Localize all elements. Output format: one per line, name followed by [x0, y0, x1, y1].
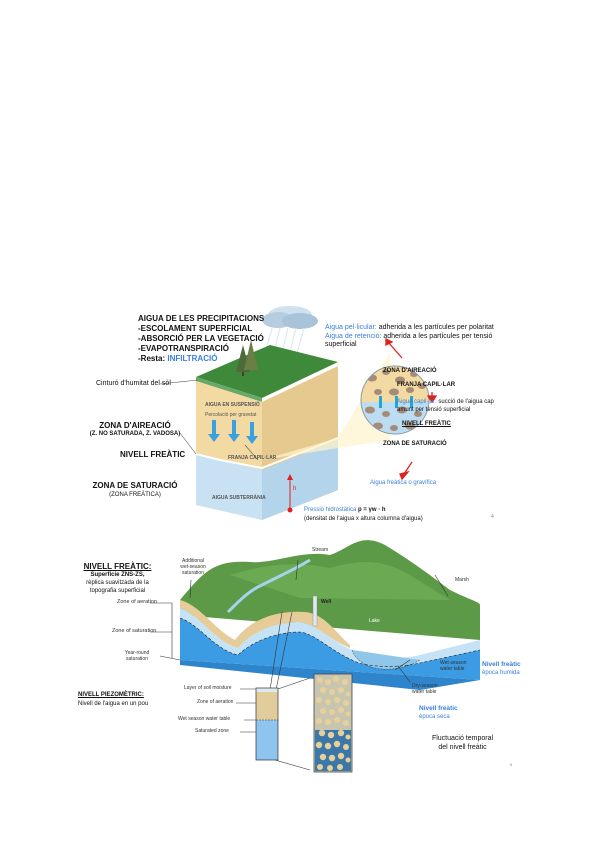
soil-moisture-layer-label: Layer of soil moisture [184, 685, 232, 691]
precipitation-item-absorption: -ABSORCIÓ PER LA VEGETACIÓ [138, 334, 264, 343]
infiltration-label: INFILTRACIÓ [167, 354, 218, 363]
pellicular-text: adherida a les partícules per polaritat [376, 324, 494, 331]
water-table-line-1: Superfície ZNS-ZS, [90, 572, 145, 578]
precipitation-item-runoff: -ESCOLAMENT SUPERFICIAL [138, 324, 253, 333]
phreatic-water-label: Aigua freàtica o gravífica [370, 480, 437, 486]
rest-prefix: -Resta: [138, 354, 168, 363]
height-symbol: h [293, 486, 297, 492]
precipitation-title: AIGUA DE LES PRECIPITACIONS [138, 314, 265, 323]
wet-season-table-label: Wet-season water table [440, 660, 467, 672]
water-table-label-right: NIVELL FREÀTIC [402, 421, 451, 427]
capillary-fringe-label-right: FRANJA CAPIL·LAR [397, 382, 456, 388]
stream-label: Stream [312, 547, 329, 553]
water-table-line-2: rèplica suavitzada de la [86, 580, 149, 586]
soil-column-diagram [255, 687, 279, 761]
pellicular-note: Aigua pel·licular: adherida a les partíc… [325, 324, 510, 332]
dry-season-title: Nivell freàtic [419, 705, 458, 712]
capillary-fringe-block-label: FRANJA CAPIL·LAR [228, 455, 277, 461]
groundwater-label: AIGUA SUBTERRÀNIA [212, 495, 266, 501]
percolation-arrow-icon [208, 420, 258, 444]
precipitation-rest: -Resta: INFILTRACIÓ [138, 354, 217, 363]
rain-cloud-icon [261, 306, 318, 371]
aeration-zone-subtitle: (Z. NO SATURADA, Z. VADOSA) [89, 431, 181, 437]
capillary-water-note: Aigua capil·lar: succió de l'aigua cap a… [397, 399, 512, 414]
suspended-water-label: AIGUA EN SUSPENSIÓ [205, 402, 260, 408]
saturated-zone-label: Saturated zone [195, 728, 229, 734]
humid-season-sub: època humida [482, 670, 520, 676]
pellicular-label: Aigua pel·licular: [325, 324, 377, 331]
retention-note: Aigua de retenció: adherida a les partíc… [325, 333, 510, 350]
hydrostatic-pressure-formula: p = γw · h [356, 507, 386, 513]
saturation-zone-title: ZONA DE SATURACIÓ [92, 481, 178, 490]
capillary-water-text: succió de l'aigua cap amunt per tensió s… [397, 399, 494, 413]
page-number-5: 5 [510, 762, 513, 767]
retention-label: Aigua de retenció: [325, 333, 382, 340]
saturation-zone-label-right: ZONA DE SATURACIÓ [383, 441, 447, 447]
saturation-zone-subtitle: (ZONA FREÀTICA) [109, 492, 161, 498]
zone-saturation-label: Zone of saturation [112, 628, 157, 634]
page-number-4: 4 [491, 514, 494, 520]
precipitation-item-evapotranspiration: -EVAPOTRANSPIRACIÓ [138, 344, 229, 353]
year-round-saturation-label: Year-round saturation [124, 650, 150, 662]
dry-season-table-label: Dry-season water table [412, 683, 438, 695]
water-table-label: NIVELL FREÀTIC [120, 450, 186, 459]
wet-season-water-table-label: Wet season water table [178, 716, 231, 722]
additional-saturation-label: Additional wet-season saturation [180, 558, 206, 576]
piezometric-subtitle: Nivell de l'aigua en un pou [78, 701, 149, 707]
retention-text: adherida a les partícules per tensió sup… [325, 333, 493, 349]
lake-label: Lake [369, 618, 380, 624]
tree-icon [236, 340, 258, 376]
dry-season-sub: època seca [419, 714, 450, 720]
marsh-label: Marsh [455, 577, 469, 583]
water-table-heading: NIVELL FREÀTIC: [83, 562, 152, 571]
gravel-column-diagram [313, 673, 353, 773]
zone-aeration-label: Zone of aeration [117, 599, 158, 605]
hydrostatic-pressure: Pressió hidrostàtica p = γw · h [304, 507, 386, 514]
column-aeration-label: Zone of aeration [197, 699, 234, 705]
piezometric-title: NIVELL PIEZOMÈTRIC: [78, 692, 144, 698]
well-label: Well [321, 599, 332, 605]
aeration-zone-label-right: ZONA D'AIREACIÓ [383, 368, 437, 374]
gravity-percolation-label: Percolació per gravetat [205, 412, 257, 418]
capillary-water-label: Aigua capil·lar: [397, 399, 437, 405]
hydrostatic-pressure-label: Pressió hidrostàtica [304, 507, 357, 513]
fluctuation-line-2: del nivell freàtic [438, 744, 487, 751]
water-table-line-3: topografia superficial [89, 588, 146, 594]
fluctuation-line-1: Fluctuació temporal [431, 735, 494, 742]
soil-moisture-belt-label: Cinturó d'humitat del sòl [96, 380, 171, 387]
aeration-zone-title: ZONA D'AIREACIÓ [99, 421, 171, 430]
humid-season-title: Nivell freàtic [482, 661, 521, 668]
hydrostatic-pressure-note: (densitat de l'aigua x altura columna d'… [304, 516, 423, 522]
